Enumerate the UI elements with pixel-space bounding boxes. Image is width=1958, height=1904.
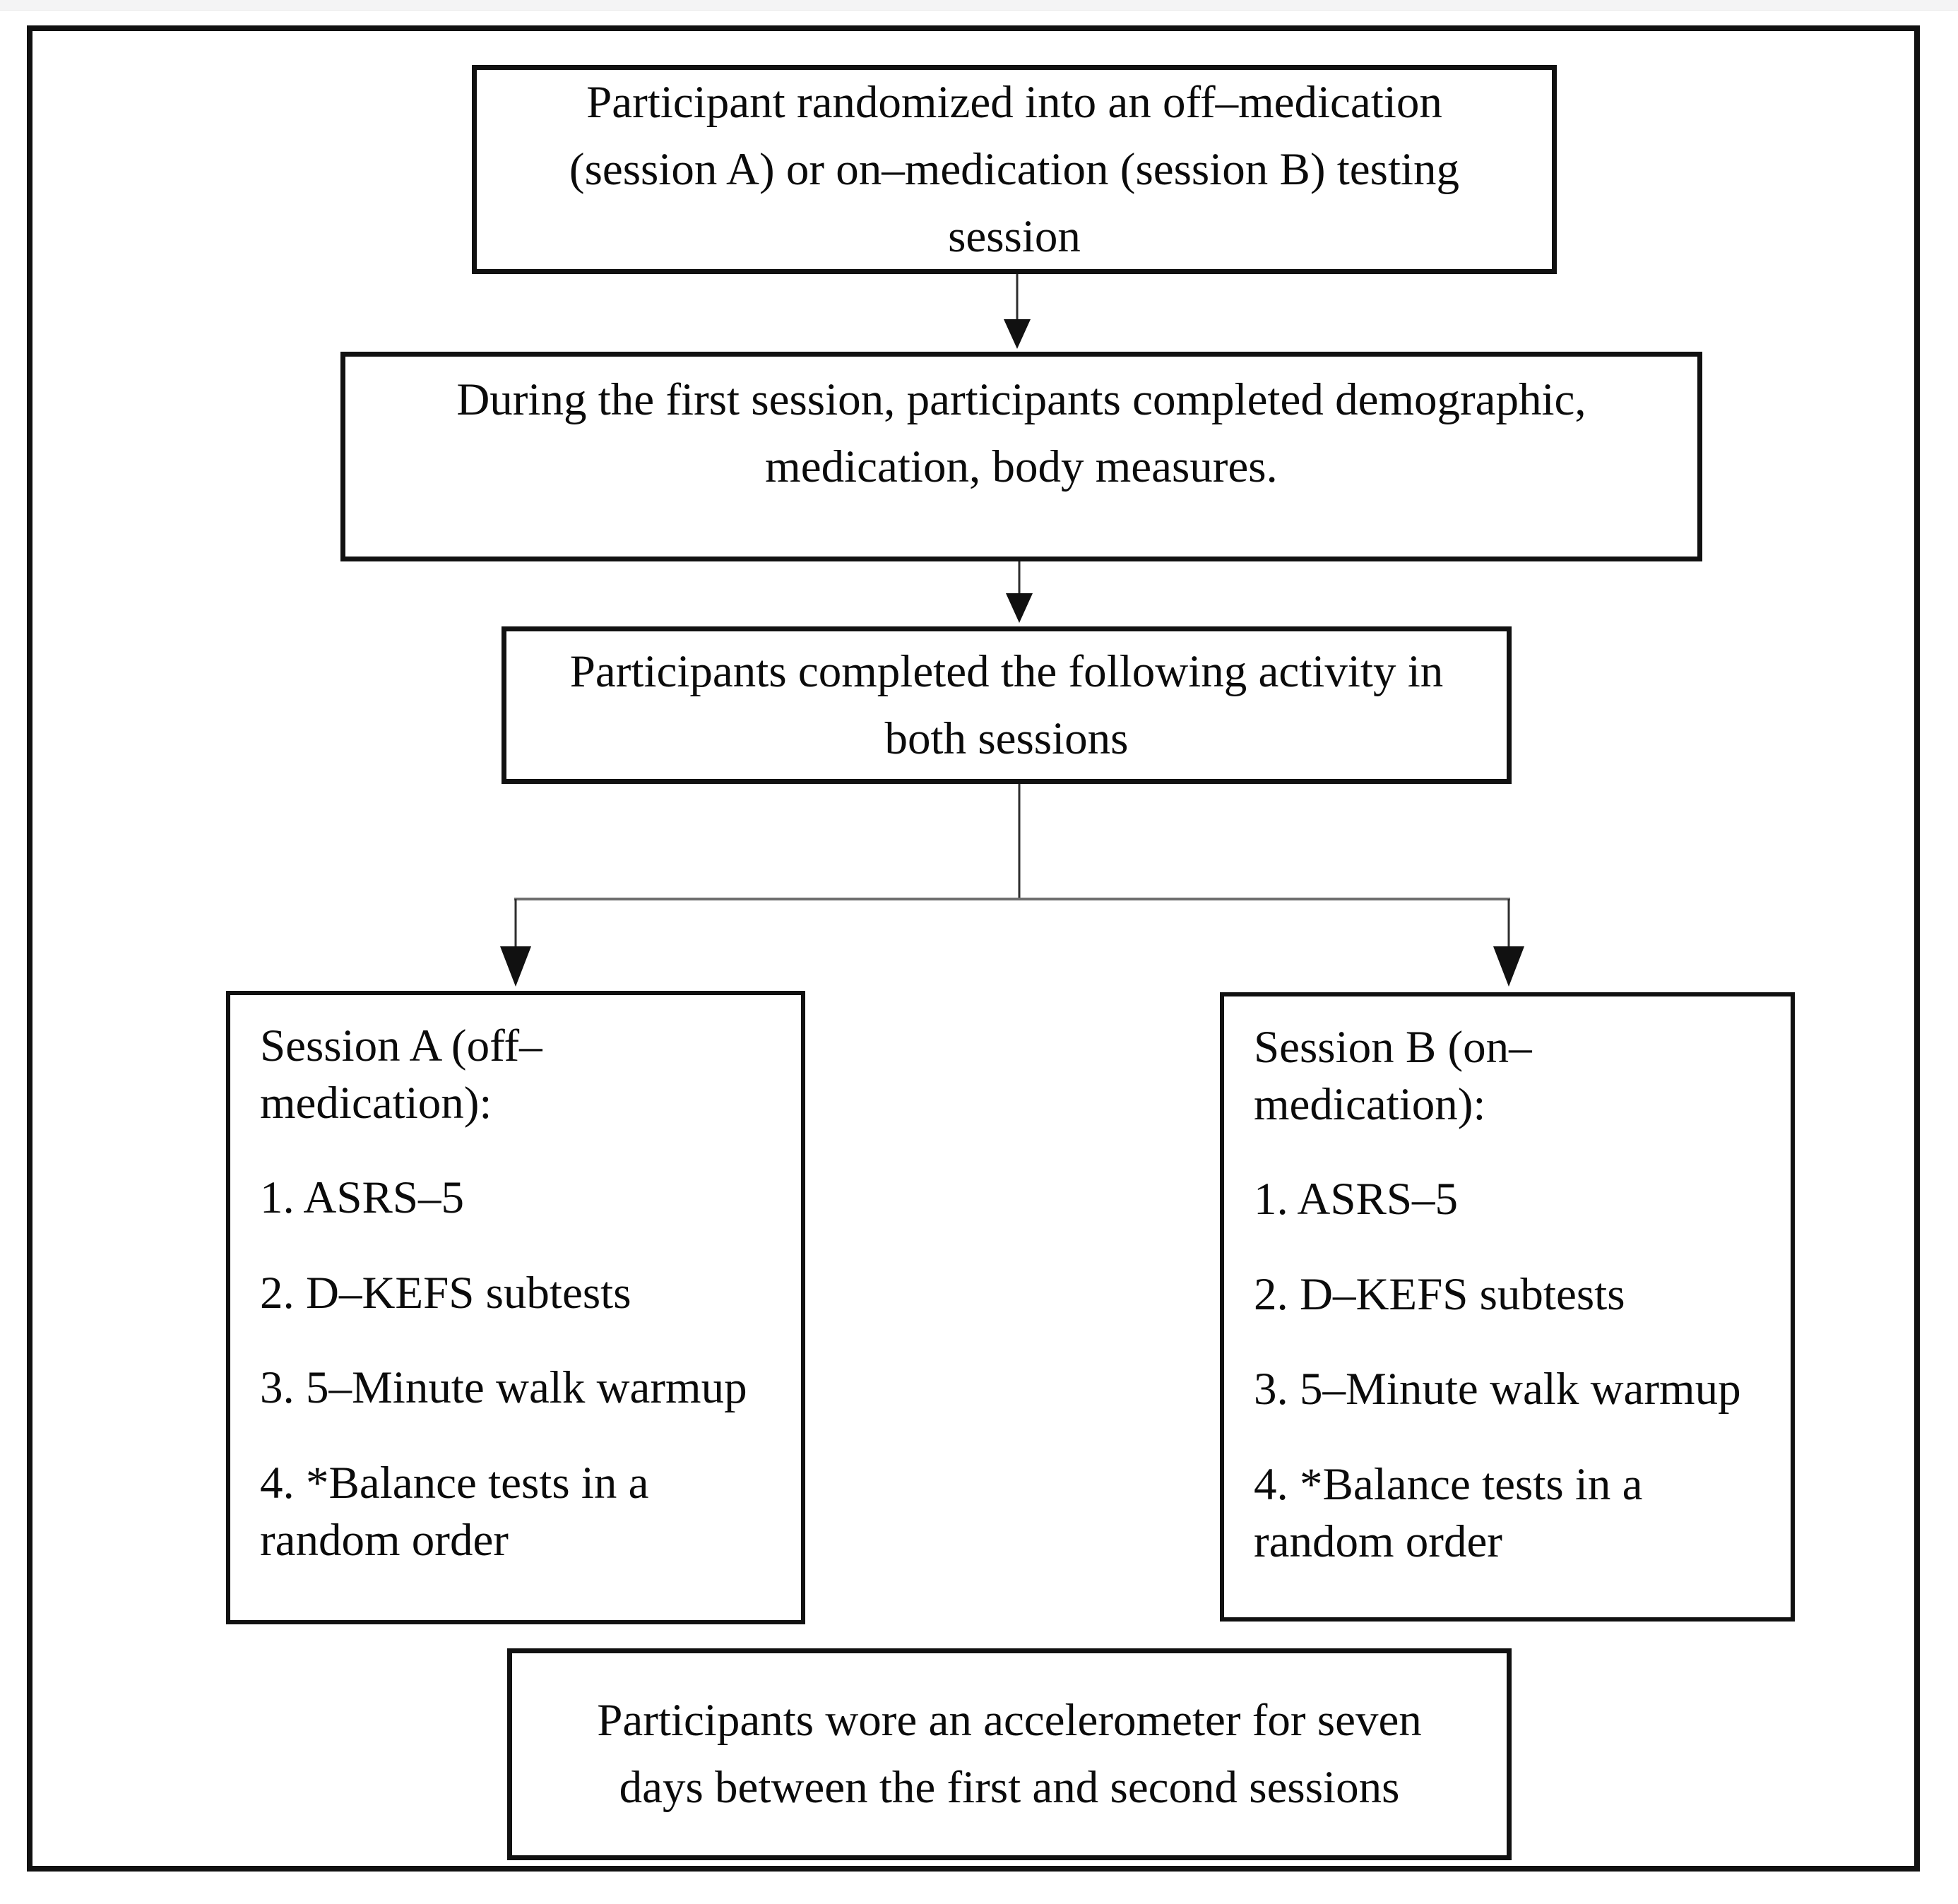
box-randomized-line: Participant randomized into an off–medic… [586,76,1442,128]
session-b-item: 1. ASRS–5 [1254,1174,1459,1225]
flowchart-outer-frame [27,25,1920,1872]
session-a-title: Session A (off–medication): [260,1021,542,1129]
box-both-sessions: Participants completed the following act… [502,626,1512,784]
session-a-item: 4. *Balance tests in a random order [260,1457,649,1566]
session-b-item: 4. *Balance tests in a random order [1254,1458,1643,1567]
box-both-sessions-line: Participants completed the following act… [569,645,1444,697]
session-b-item: 2. D–KEFS subtests [1254,1268,1625,1320]
session-b-item: 3. 5–Minute walk warmup [1254,1364,1741,1415]
session-a-item: 1. ASRS–5 [260,1172,465,1224]
box-accelerometer: Participants wore an accelerometer for s… [507,1648,1512,1860]
box-first-session-line: medication, body measures. [765,441,1278,492]
box-randomized-line: (session A) or on–medication (session B)… [569,143,1460,195]
box-randomized-line: session [948,210,1081,262]
screenshot-top-strip [0,0,1958,11]
box-session-a: Session A (off–medication): 1. ASRS–5 2.… [226,991,805,1624]
session-b-title: Session B (on–medication): [1254,1022,1532,1130]
box-both-sessions-line: both sessions [884,713,1129,764]
session-a-item: 3. 5–Minute walk warmup [260,1362,747,1414]
box-accelerometer-line: days between the first and second sessio… [619,1762,1400,1813]
session-a-item: 2. D–KEFS subtests [260,1267,631,1319]
box-first-session-line: During the first session, participants c… [456,374,1586,425]
box-accelerometer-line: Participants wore an accelerometer for s… [597,1695,1422,1746]
box-session-b: Session B (on–medication): 1. ASRS–5 2. … [1220,992,1795,1622]
box-first-session: During the first session, participants c… [340,352,1702,561]
box-randomized: Participant randomized into an off–medic… [472,65,1557,274]
